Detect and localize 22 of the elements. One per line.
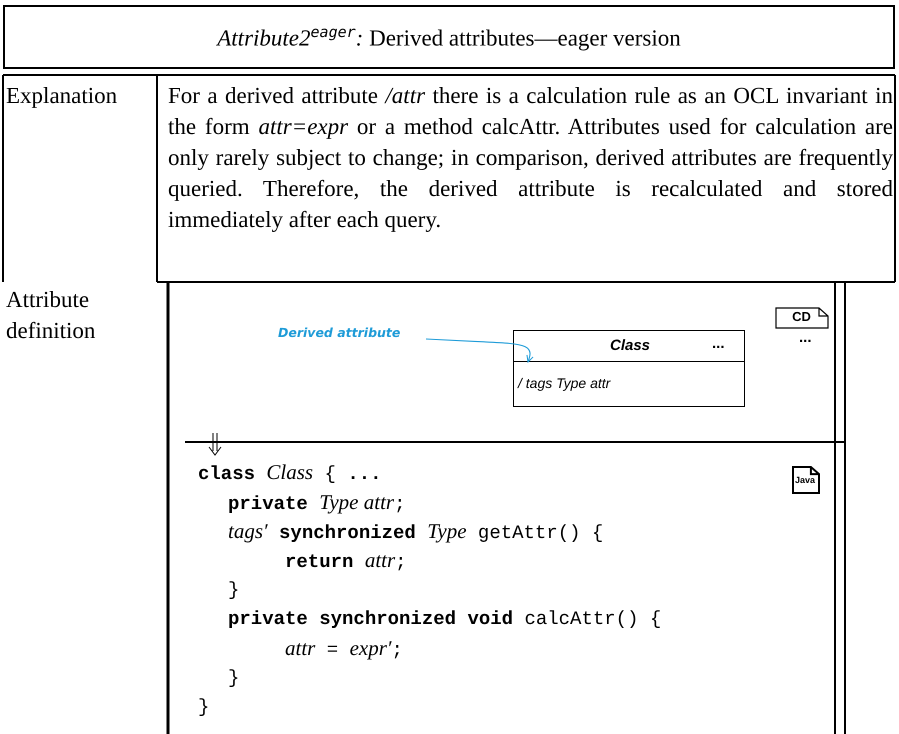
title-box: Attribute2$^{eager}$: Derived attributes—eager version: [3, 5, 895, 69]
row-header: Explanation: [6, 82, 118, 110]
code-line: attr = expr′;: [285, 635, 403, 663]
code-line: }: [198, 695, 210, 720]
ellipsis: ...: [712, 335, 725, 352]
attribute-text: / tags Type attr: [518, 375, 610, 391]
code-line: tags′ synchronized Type getAttr() {: [228, 518, 604, 546]
code-line: }: [228, 578, 240, 603]
class-name: Class: [610, 337, 650, 354]
diagram-tag: CD: [775, 307, 828, 328]
code-line: private Type attr;: [228, 489, 406, 517]
leader-line: [426, 338, 534, 363]
code-line: return attr;: [285, 547, 407, 575]
annotation-text: Derived attribute: [278, 324, 428, 342]
code-line: }: [228, 666, 240, 691]
code-line: class Class { ...: [198, 459, 382, 487]
diagram-tag: Java: [792, 466, 819, 493]
class-box: [513, 330, 745, 407]
explanation-text: For a derived attribute /attr there is a calculation rule as an OCL invariant in the form attr=expr or a method calcAttr. Attributes used for calculation are only rarely subject to change; in comparison, derived attributes are frequently queried. Therefore, the derived attribute is recalculated and stored immediately after each query.: [168, 82, 893, 234]
row-header: Attribute definition: [6, 286, 96, 345]
code-line: private synchronized void calcAttr() {: [228, 607, 662, 632]
ellipsis: ...: [799, 329, 812, 346]
